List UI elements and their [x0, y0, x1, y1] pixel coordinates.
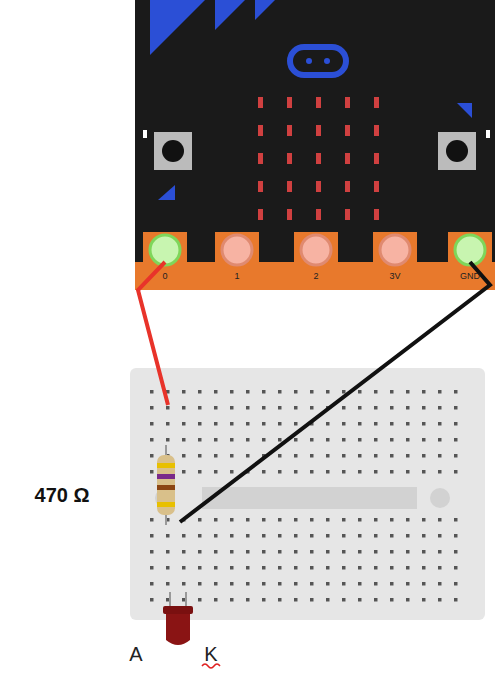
pin-gnd	[455, 235, 485, 265]
resistance-value: 470 Ω	[35, 485, 90, 505]
pin-label: GND	[460, 272, 480, 281]
squiggle	[202, 664, 220, 668]
pin-label: 1	[234, 272, 239, 281]
pin-3v	[380, 235, 410, 265]
resistor-symbol	[157, 455, 175, 515]
center-channel	[202, 487, 417, 509]
pin-label: 3V	[389, 272, 400, 281]
corner-mark	[255, 0, 275, 20]
pin-1	[222, 235, 252, 265]
corner-mark	[150, 0, 205, 55]
corner-mark	[215, 0, 245, 30]
red-wire	[138, 262, 168, 405]
pin-label: 0	[162, 272, 167, 281]
logo	[290, 47, 346, 75]
anode-label: A	[129, 644, 142, 664]
pin-label: 2	[313, 272, 318, 281]
button-a	[154, 132, 192, 170]
microbit-board	[135, 0, 495, 262]
led-matrix	[258, 97, 379, 220]
pin-0	[150, 235, 180, 265]
black-wire	[180, 262, 490, 522]
breadboard	[130, 368, 485, 620]
led-symbol	[166, 612, 190, 645]
button-b	[438, 132, 476, 170]
cathode-label: K	[204, 644, 217, 664]
pin-2	[301, 235, 331, 265]
